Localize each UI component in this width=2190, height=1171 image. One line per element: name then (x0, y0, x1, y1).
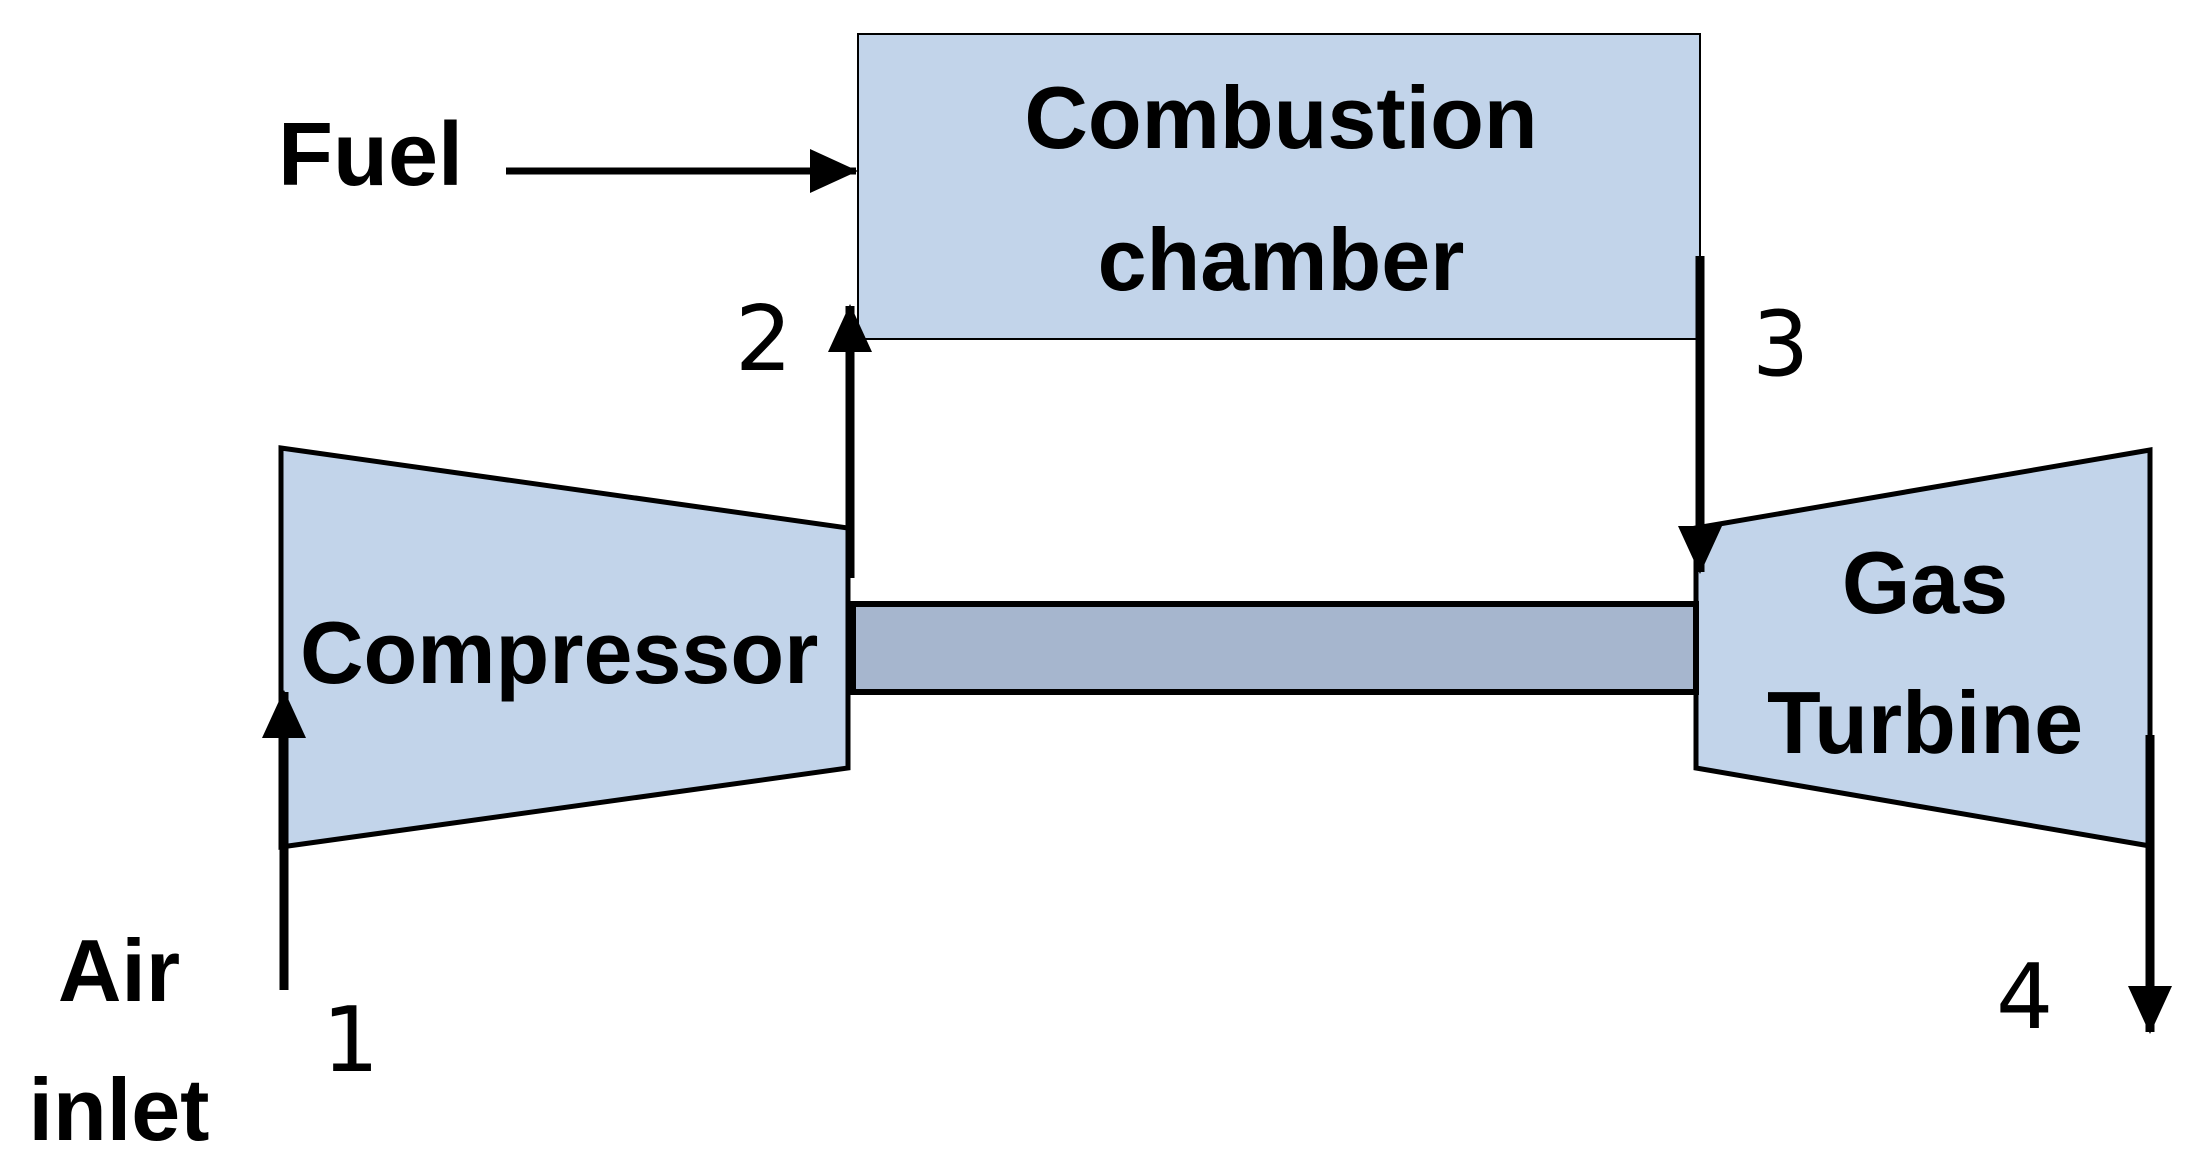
state-point-4: 4 (1996, 945, 2053, 1050)
compressor-label: Compressor (300, 603, 818, 702)
fuel-label: Fuel (278, 105, 463, 205)
gas-turbine (1693, 447, 2153, 849)
combustion-chamber-label-line2: chamber (1098, 210, 1465, 309)
shaft (850, 601, 1699, 695)
state-point-2: 2 (735, 287, 792, 392)
gas-turbine-label-line2: Turbine (1767, 673, 2083, 772)
air-inlet-label-line2: inlet (29, 1060, 210, 1159)
combustion-chamber (857, 33, 1701, 340)
gas-turbine-label-line1: Gas (1842, 533, 2008, 632)
state-point-3: 3 (1752, 292, 1809, 397)
state-point-1: 1 (322, 988, 379, 1093)
combustion-chamber-label-line1: Combustion (1024, 68, 1537, 167)
air-inlet-label-line1: Air (58, 921, 180, 1020)
